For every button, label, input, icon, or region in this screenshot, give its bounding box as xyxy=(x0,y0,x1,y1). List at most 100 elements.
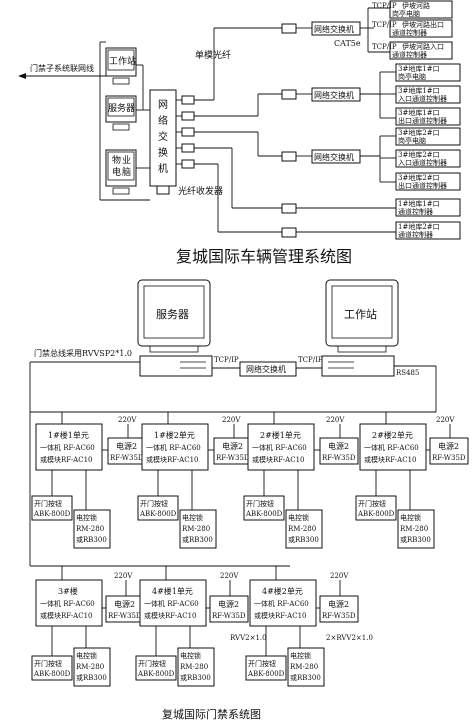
power-2-line1: 电源2 xyxy=(222,441,243,451)
arrow-left-icon xyxy=(18,73,26,79)
property-pc-char-4: 脑 xyxy=(122,166,131,178)
terminal-9-line1: 3#地库2#口 xyxy=(398,173,440,182)
exit-button-7 xyxy=(245,655,287,681)
exit-button-5-line1: 开门按钮 xyxy=(34,659,62,668)
power-3 xyxy=(319,437,359,465)
controller-6-line2: 一体机 RF-AC60 xyxy=(144,599,199,608)
terminal-8 xyxy=(395,149,461,168)
workstation-monitor-label: 工作站 xyxy=(344,307,377,321)
terminal-2-line2: 通道控制器 xyxy=(392,28,427,37)
lock-6 xyxy=(177,647,215,687)
lock-3-line1: 电控锁 xyxy=(288,513,309,522)
core-switch-char-2: 络 xyxy=(158,114,168,127)
network-switch-2-label: 网络交换机 xyxy=(314,90,354,100)
controller-1 xyxy=(35,423,103,471)
terminal-10 xyxy=(395,198,461,217)
controller-3-line2: 一体机 RF-AC60 xyxy=(252,443,307,452)
terminal-4-line1: 3#地库1#口 xyxy=(398,64,440,73)
v220-5: 220V xyxy=(114,572,133,580)
power-7-line2: RF-W35D xyxy=(322,612,356,620)
network-switch-1 xyxy=(311,21,361,36)
access-network-switch xyxy=(239,361,297,377)
terminal-5-line1: 3#地库1#口 xyxy=(398,86,440,95)
lock-7-line1: 电控锁 xyxy=(290,651,311,660)
controller-3 xyxy=(247,423,315,471)
property-pc-char-1: 物 xyxy=(112,154,121,166)
single-mode-fiber-label: 单模光纤 xyxy=(195,49,231,61)
exit-button-2-line1: 开门按钮 xyxy=(140,499,168,508)
controller-4-line2: 一体机 RF-AC60 xyxy=(364,443,419,452)
controller-group-5: 3#楼 一体机 RF-AC60 或模块RF-AC10 电源2 RF-W35D 开… xyxy=(31,566,145,687)
core-switch-char-5: 机 xyxy=(158,162,168,175)
power-6-line1: 电源2 xyxy=(218,599,239,609)
lock-3-line2: RM-280 xyxy=(288,525,316,533)
v220-2: 220V xyxy=(222,416,241,424)
lock-4-line3: 或RB300 xyxy=(400,535,431,544)
lock-3-line3: 或RB300 xyxy=(288,535,319,544)
property-pc-char-3: 电 xyxy=(112,166,121,178)
controller-2 xyxy=(141,423,209,471)
controller-6-line1: 4#楼1单元 xyxy=(152,586,193,596)
terminal-3-line2: 通道控制器 xyxy=(392,50,427,59)
exit-button-2-line2: ABK-800D xyxy=(139,510,177,518)
controller-5-line1: 3#楼 xyxy=(58,586,78,596)
exit-button-6-line1: 开门按钮 xyxy=(138,659,166,668)
tcpip-left-label: TCP/IP xyxy=(214,356,239,364)
vehicle-diagram-title: 复城国际车辆管理系统图 xyxy=(176,247,352,266)
controller-group-1: 1#楼1单元 一体机 RF-AC60 或模块RF-AC10 电源2 RF-W35… xyxy=(31,412,147,549)
exit-button-4-line2: ABK-800D xyxy=(357,510,395,518)
power-5-line2: RF-W35D xyxy=(108,612,142,620)
lock-4-line1: 电控锁 xyxy=(400,513,421,522)
lock-1-line2: RM-280 xyxy=(76,525,104,533)
power-5-line1: 电源2 xyxy=(114,599,135,609)
terminal-2-proto: TCP/IP xyxy=(372,21,397,29)
network-switch-3 xyxy=(311,149,361,164)
workstation-label: 工作站 xyxy=(109,55,136,67)
exit-button-6 xyxy=(135,655,177,681)
terminal-6-line1: 3#地库1#口 xyxy=(398,108,440,117)
controller-4-line1: 2#楼2单元 xyxy=(372,430,413,440)
property-pc-char-2: 业 xyxy=(122,155,131,166)
exit-button-6-line2: ABK-800D xyxy=(137,670,175,678)
exit-button-2 xyxy=(137,495,179,521)
controller-5-line3: 或模块RF-AC10 xyxy=(40,611,93,620)
terminal-1-proto: TCP/IP xyxy=(372,2,397,10)
power-4-line1: 电源2 xyxy=(438,441,459,451)
vehicle-management-diagram: 门禁子系统联网线 工作站 服务器 物 业 电 脑 网 络 交 换 机 xyxy=(18,0,461,266)
lock-5-line3: 或RB300 xyxy=(76,673,107,682)
v220-3: 220V xyxy=(326,416,345,424)
lock-6-line3: 或RB300 xyxy=(180,673,211,682)
tcpip-right-label: TCP/IP xyxy=(298,356,323,364)
exit-button-4 xyxy=(355,495,397,521)
lock-5-line1: 电控锁 xyxy=(76,651,97,660)
network-switch-3-label: 网络交换机 xyxy=(314,152,354,162)
lock-7-line3: 或RB300 xyxy=(290,673,321,682)
terminal-9 xyxy=(395,172,461,191)
controller-5-line2: 一体机 RF-AC60 xyxy=(40,599,95,608)
controller-6-line3: 或模块RF-AC10 xyxy=(144,611,197,620)
terminal-10-line2: 通道控制器 xyxy=(398,207,433,216)
lock-5-line2: RM-280 xyxy=(76,663,104,671)
terminal-3 xyxy=(389,41,453,60)
power-4 xyxy=(429,437,469,465)
lock-5 xyxy=(73,647,111,687)
cat5e-label: CAT5e xyxy=(334,39,361,48)
access-control-diagram: 服务器 工作站 网络交换机 TCP/IP TCP/IP RS485 门禁总线采用… xyxy=(29,279,469,721)
exit-button-3-line1: 开门按钮 xyxy=(246,499,274,508)
terminal-3-line1: 伊坡河路入口 xyxy=(402,42,444,51)
controller-1-line2: 一体机 RF-AC60 xyxy=(40,443,95,452)
network-switch-1-label: 网络交换机 xyxy=(314,24,354,34)
controller-group-4: 2#楼2单元 一体机 RF-AC60 或模块RF-AC10 电源2 RF-W35… xyxy=(355,412,469,549)
terminal-2-line1: 伊坡河路出口 xyxy=(402,20,444,29)
power-1-line1: 电源2 xyxy=(116,441,137,451)
terminal-6-line2: 出口通道控制器 xyxy=(398,116,447,125)
workstation-case xyxy=(321,355,395,377)
access-network-switch-label: 网络交换机 xyxy=(246,364,286,374)
power-6 xyxy=(209,595,249,623)
power-1-line2: RF-W35D xyxy=(110,454,144,462)
lock-6-line2: RM-280 xyxy=(180,663,208,671)
controller-3-line3: 或模块RF-AC10 xyxy=(252,455,305,464)
power-7-line1: 电源2 xyxy=(328,599,349,609)
v220-7: 220V xyxy=(330,572,349,580)
terminal-1-line2: 岗亭电脑 xyxy=(392,9,420,18)
